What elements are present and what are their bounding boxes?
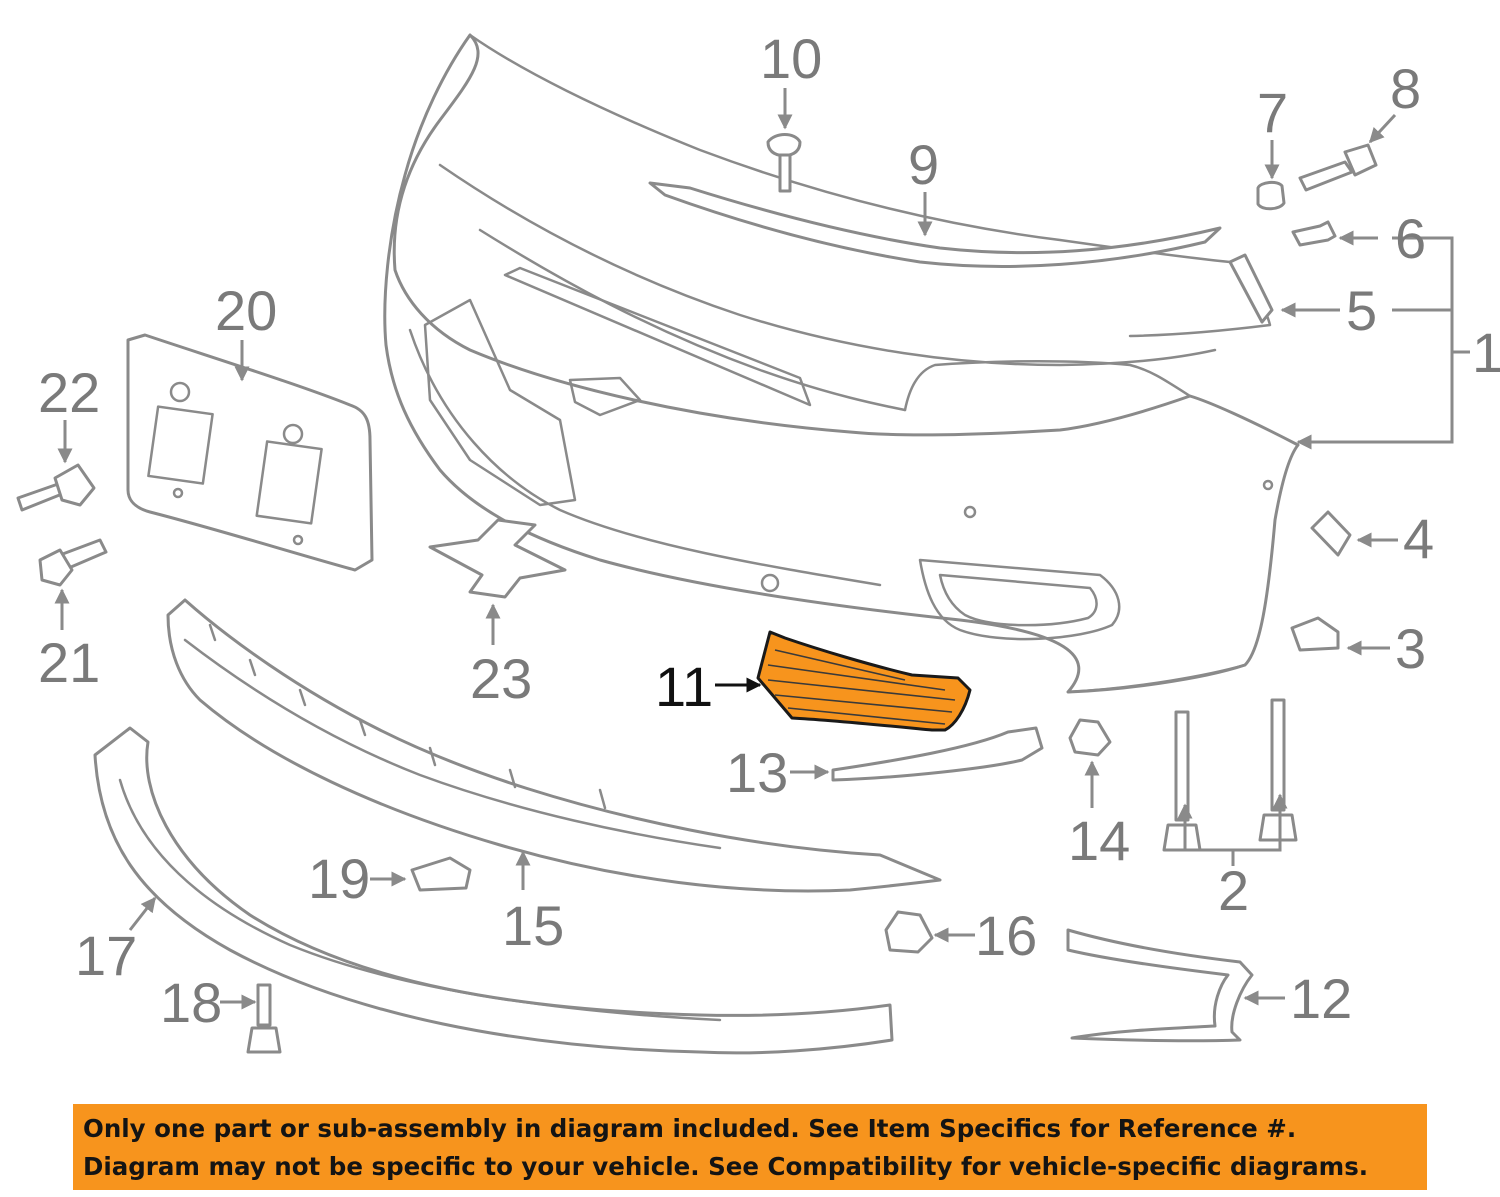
callout-15: 15 [502,894,564,957]
bumper-cover-part [383,33,1300,694]
bolt-10-part [766,133,802,193]
callout-6: 6 [1395,207,1426,270]
callout-18: 18 [160,971,222,1034]
notice-line-1: Only one part or sub-assembly in diagram… [83,1114,1297,1143]
callout-23: 23 [470,647,532,710]
trim-piece-part [831,726,1044,782]
bolt-18-part [246,983,282,1054]
bracket-4-part [1310,510,1352,557]
cap-7-part [1256,180,1286,211]
callout-22: 22 [38,361,100,424]
bolt-21-part [38,538,108,587]
clip-19-part [410,856,472,892]
callout-16: 16 [975,904,1037,967]
callout-10: 10 [760,27,822,90]
lower-support-part [166,598,942,893]
callout-20: 20 [215,279,277,342]
callout-2: 2 [1218,859,1249,922]
bolt-8-part [1298,143,1378,192]
highlighted-part-11 [756,630,972,732]
callout-labels: 1 2 3 4 5 6 7 8 9 10 11 12 13 14 15 16 1… [38,27,1500,1034]
emblem-part [428,518,567,599]
callout-11: 11 [655,655,713,718]
callout-9: 9 [908,133,939,196]
clip-3-part [1290,616,1340,652]
callout-21: 21 [38,631,100,694]
callout-17: 17 [75,924,137,987]
bolt-2b-part [1258,698,1298,842]
clip-14-part [1068,718,1112,757]
callout-8: 8 [1390,57,1421,120]
bolt-2a-part [1162,710,1202,852]
upper-trim-strip-part [648,181,1222,268]
leader-lines [54,88,1470,1010]
side-trim-part [1066,928,1254,1043]
lower-valance-part [93,726,894,1055]
notice-line-2: Diagram may not be specific to your vehi… [83,1152,1369,1181]
callout-13: 13 [726,741,788,804]
rivet-22-part [16,463,96,512]
callout-5: 5 [1346,279,1377,342]
callout-19: 19 [308,847,370,910]
callout-4: 4 [1403,507,1434,570]
callout-3: 3 [1395,617,1426,680]
callout-1: 1 [1472,321,1500,384]
pin-6-part [1291,220,1337,247]
notice-banner: Only one part or sub-assembly in diagram… [73,1104,1427,1190]
bracket-5-part [1228,253,1274,324]
callout-7: 7 [1257,81,1288,144]
license-plate-bracket-part [126,333,374,572]
clip-16-part [884,910,934,954]
callout-14: 14 [1068,809,1130,872]
callout-12: 12 [1290,967,1352,1030]
